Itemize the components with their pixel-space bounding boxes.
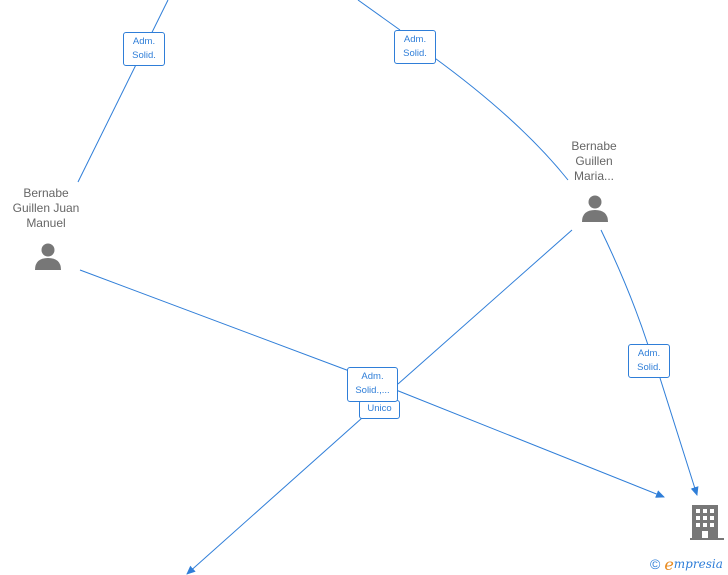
person-maria-label-line-2: Guillen — [575, 154, 613, 168]
person-juan-label-line-1: Bernabe — [23, 186, 69, 200]
person-maria-label-line-3: Maria... — [573, 169, 614, 183]
edge-label-right[interactable]: Adm. Solid. — [628, 344, 670, 378]
edge-label-line: Adm. — [361, 371, 384, 382]
edge-juan-to-company — [79, 269, 664, 497]
edge-label-line: Solid. — [403, 48, 427, 59]
person-icon[interactable] — [33, 242, 63, 272]
edge-label-top-right[interactable]: Adm. Solid. — [394, 30, 436, 64]
person-maria-label[interactable]: Bernabe Guillen Maria... — [556, 139, 632, 184]
edge-label-line: Adm. — [637, 348, 661, 359]
edge-label-line: Solid. — [637, 362, 661, 373]
person-icon[interactable] — [580, 194, 610, 224]
edge-label-line: Adm. — [132, 36, 156, 47]
edge-label-center-below[interactable]: Unico — [359, 400, 400, 419]
edge-label-line: Solid.,... — [355, 385, 390, 396]
person-juan-label-line-3: Manuel — [26, 216, 66, 230]
edge-label-center[interactable]: Adm. Solid.,... — [347, 367, 398, 402]
edge-label-line: Solid. — [132, 50, 156, 61]
edge-label-line: Unico — [367, 403, 392, 414]
person-juan-label-line-2: Guillen Juan — [12, 201, 80, 215]
edge-label-line: Adm. — [403, 34, 427, 45]
edge-top-left — [77, 0, 169, 183]
logo-text: mpresia — [673, 557, 723, 571]
copyright-symbol: © — [650, 556, 661, 572]
edge-maria-to-center — [397, 229, 573, 385]
edge-center-to-bottom — [186, 417, 363, 575]
logo-e: e — [664, 554, 674, 574]
person-juan-label[interactable]: Bernabe Guillen Juan Manuel — [4, 186, 88, 231]
person-maria-label-line-1: Bernabe — [571, 139, 617, 153]
edge-maria-to-company — [600, 229, 697, 495]
edge-top-right — [357, 0, 569, 181]
edge-label-top-left[interactable]: Adm. Solid. — [123, 32, 165, 66]
building-icon[interactable] — [690, 503, 724, 543]
